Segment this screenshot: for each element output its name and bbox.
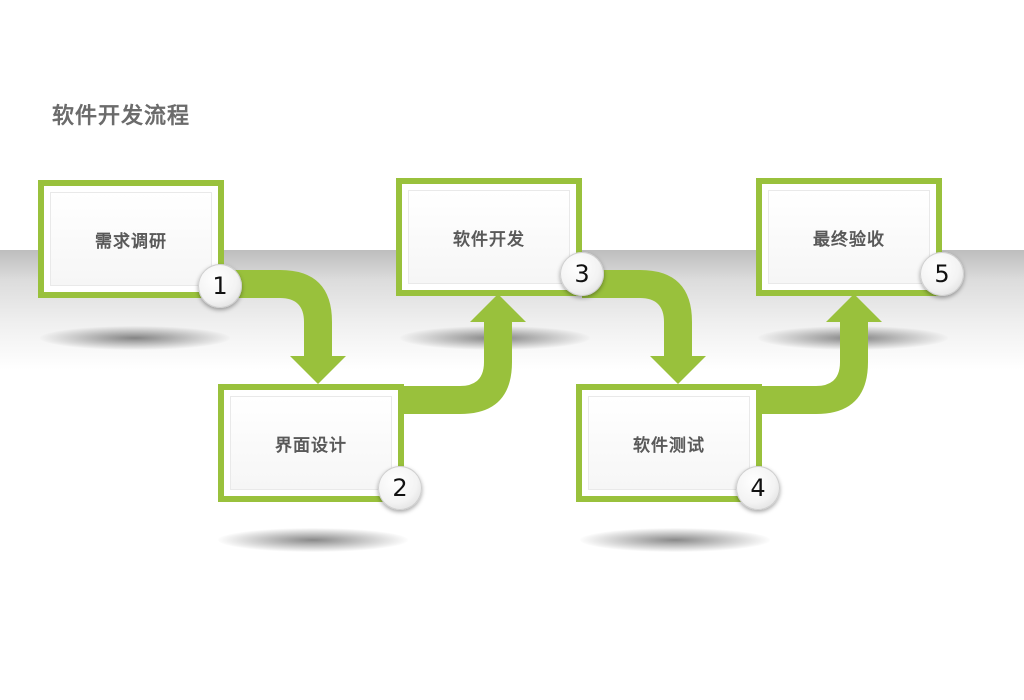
card-shadow: [580, 528, 770, 552]
arrow-down-icon: [582, 270, 706, 384]
card-shadow: [218, 528, 408, 552]
diagram-title: 软件开发流程: [52, 104, 191, 129]
step-card-5: 最终验收: [756, 178, 942, 296]
step-card-1: 需求调研: [38, 180, 224, 298]
step-card-2: 界面设计: [218, 384, 404, 502]
step-label: 界面设计: [275, 435, 347, 456]
step-number-badge: 3: [560, 252, 604, 296]
step-number-badge: 2: [378, 466, 422, 510]
step-card-3: 软件开发: [396, 178, 582, 296]
arrow-up-icon: [402, 294, 526, 414]
step-label: 软件测试: [633, 435, 705, 456]
step-number-badge: 5: [920, 252, 964, 296]
step-label: 需求调研: [95, 231, 167, 252]
card-shadow: [40, 326, 230, 350]
step-label: 软件开发: [453, 229, 525, 250]
arrow-up-icon: [758, 294, 882, 414]
step-number-badge: 1: [198, 264, 242, 308]
step-label: 最终验收: [813, 229, 885, 250]
step-card-4: 软件测试: [576, 384, 762, 502]
arrow-down-icon: [224, 270, 346, 384]
step-number-badge: 4: [736, 466, 780, 510]
